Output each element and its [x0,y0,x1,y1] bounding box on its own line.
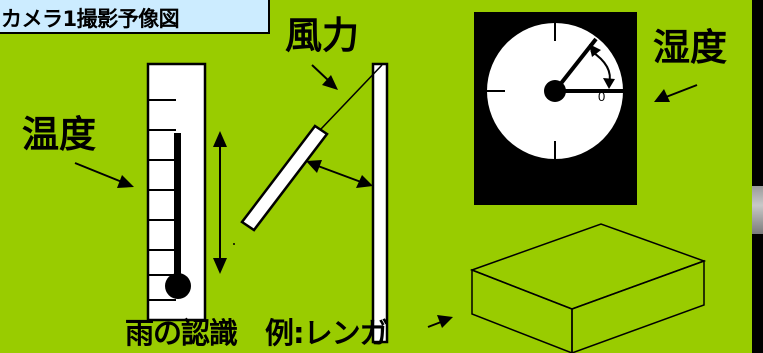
humidity-gauge: 0 [474,12,637,205]
wind-gauge [233,62,389,344]
wind-plate-dot [233,243,235,245]
title-box: カメラ1撮影予像図 [0,0,270,34]
dial-hub [544,80,566,102]
wind-plate [240,124,329,232]
pointer-arrow-wind [311,64,338,90]
thermometer [146,62,207,322]
page-title: カメラ1撮影予像図 [1,7,180,31]
wind-string [320,64,383,130]
rain-label: 雨の認識 例:レンガ [125,316,389,350]
wind-reference-bar [371,62,389,344]
temperature-label: 温度 [22,113,96,156]
right-edge-photo [752,186,763,234]
brick-front [471,268,573,353]
dial-needle [553,37,598,93]
mercury-bulb [165,273,191,299]
mercury-column [174,133,181,283]
right-edge-border [752,0,763,353]
wind-angle-arrow [306,160,373,188]
pointer-arrow-rain [427,315,453,328]
temperature-range-arrow [213,131,227,274]
humidity-label: 湿度 [653,26,727,69]
brick-side [571,259,705,353]
brick-top [469,223,707,310]
pointer-arrow-temperature [74,162,134,188]
pointer-arrow-humidity [654,84,698,102]
dial-zero-mark: 0 [598,89,605,104]
wind-label: 風力 [285,14,359,57]
brick [469,223,707,353]
